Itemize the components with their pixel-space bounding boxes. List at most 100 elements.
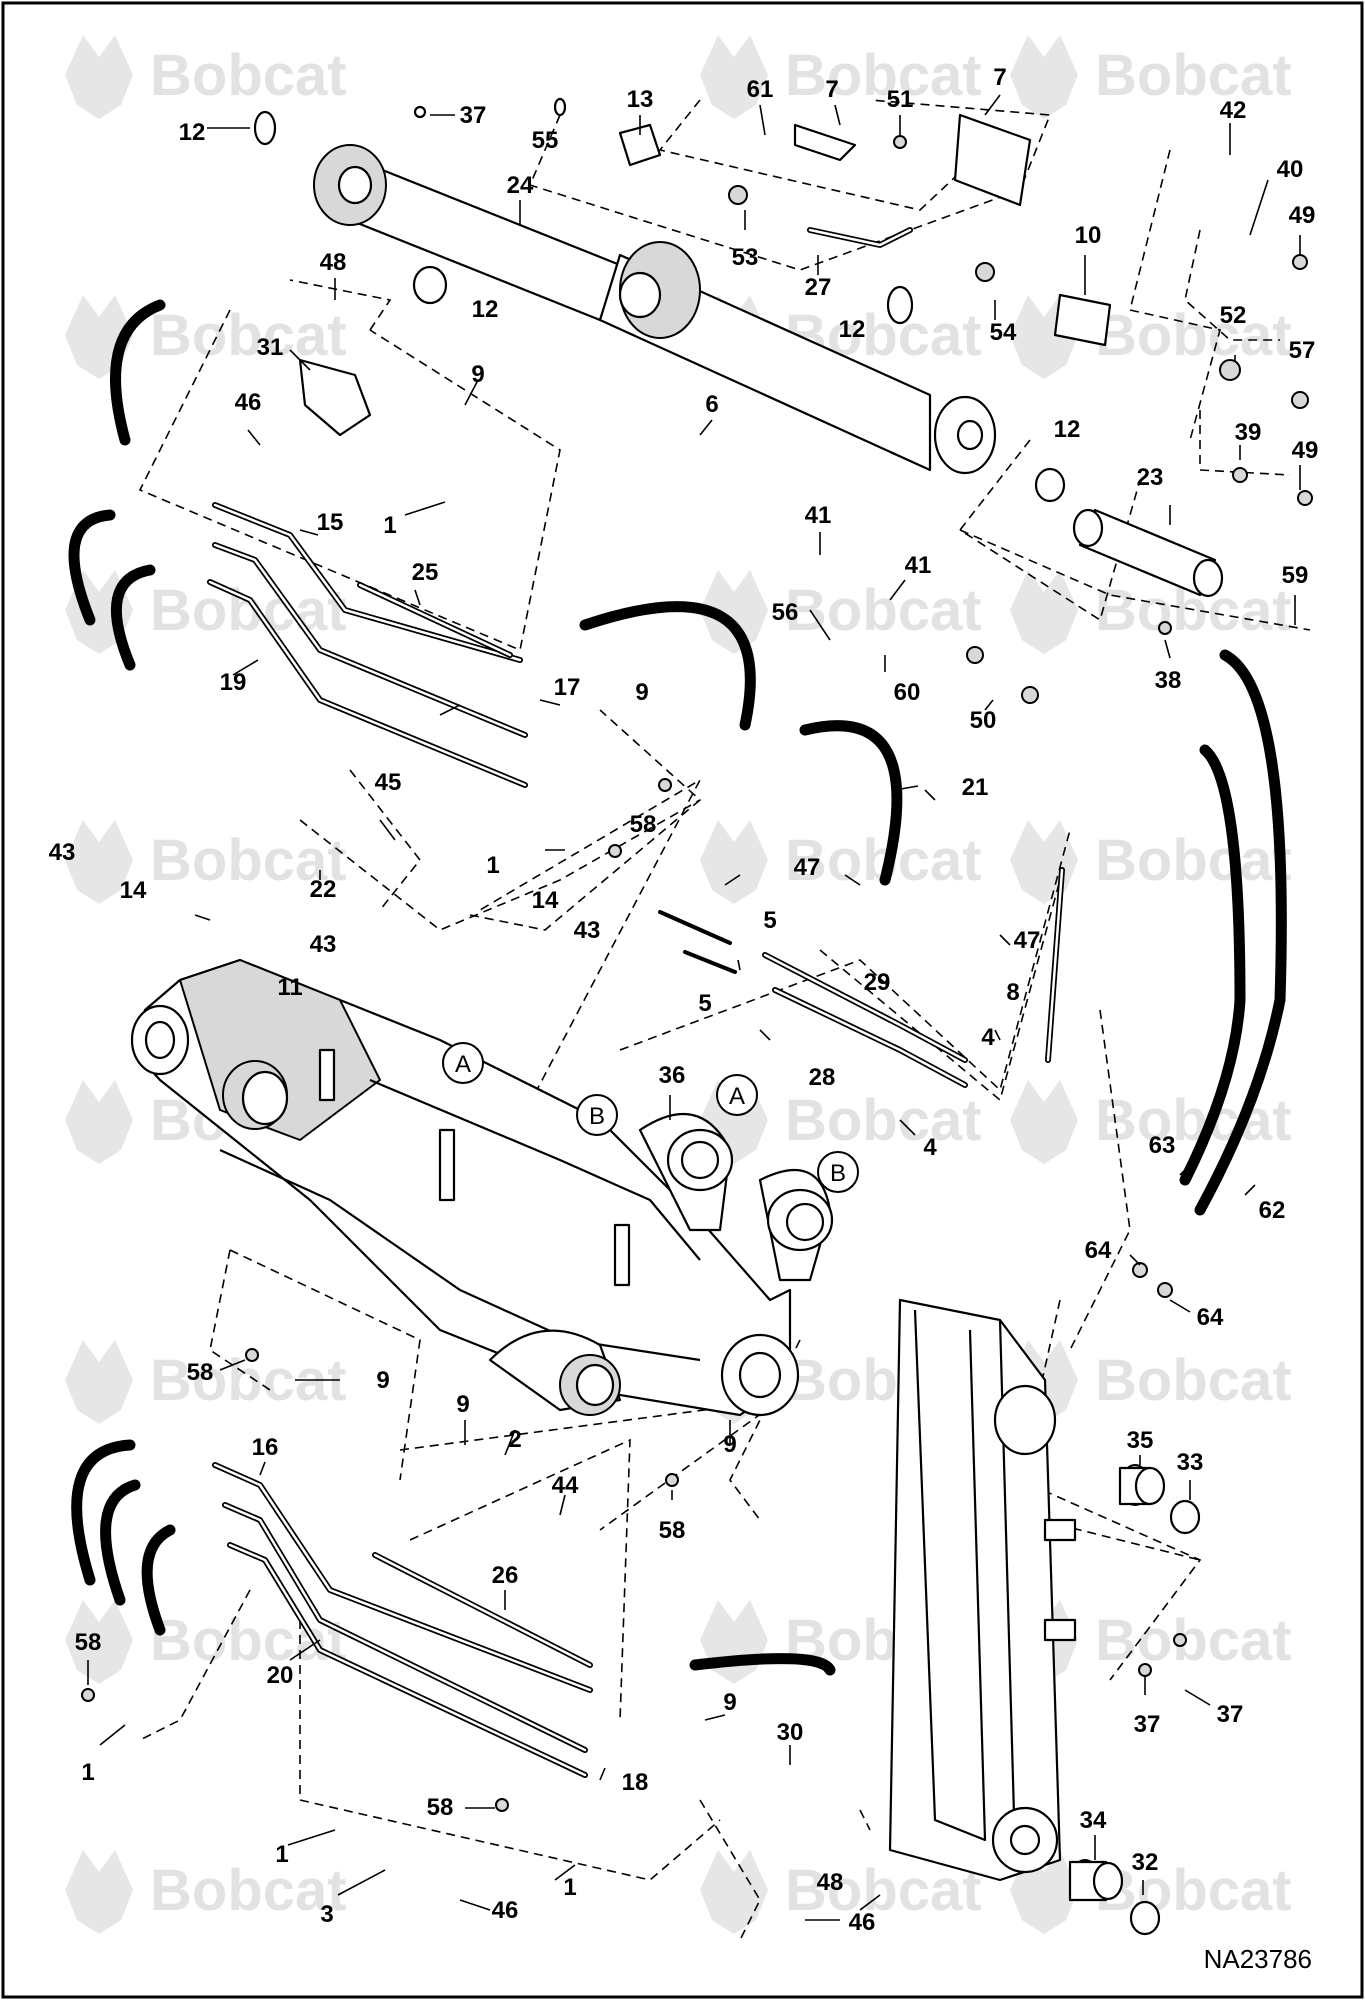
bobcat-watermark-text: Bobcat — [150, 578, 347, 643]
part-label: 28 — [809, 1064, 836, 1091]
bobcat-watermark-text: Bobcat — [150, 303, 347, 368]
part-label: 23 — [1137, 464, 1164, 491]
part-label: 21 — [962, 774, 989, 801]
part-label: 12 — [179, 119, 206, 146]
bobcat-watermark-text: Bobcat — [1095, 1858, 1292, 1923]
part-label: 44 — [552, 1472, 579, 1499]
part-label: 1 — [486, 852, 499, 879]
part-label: 49 — [1292, 437, 1319, 464]
part-label: 12 — [1054, 416, 1081, 443]
part-label: 63 — [1149, 1132, 1176, 1159]
part-label: 43 — [49, 839, 76, 866]
part-label: 24 — [507, 172, 534, 199]
bobcat-watermark-text: Bobcat — [1095, 1348, 1292, 1413]
bobcat-watermark-text: Bobcat — [150, 828, 347, 893]
part-label: 1 — [81, 1759, 94, 1786]
part-label: 10 — [1075, 222, 1102, 249]
part-number-labels: 12 37 55 13 61 7 51 7 42 24 53 27 54 10 … — [49, 64, 1319, 1936]
tubes — [207, 227, 1065, 1778]
hoses — [68, 299, 1287, 1676]
part-label: 46 — [235, 389, 262, 416]
part-label: 38 — [1155, 667, 1182, 694]
part-label: 50 — [970, 707, 997, 734]
part-label: 45 — [375, 769, 402, 796]
part-label: 64 — [1085, 1237, 1112, 1264]
bobcat-watermark-text: Bobcat — [1095, 828, 1292, 893]
bobcat-watermark-text: Bobcat — [785, 1858, 982, 1923]
part-label: 5 — [763, 907, 776, 934]
part-label: 30 — [777, 1719, 804, 1746]
part-label: 17 — [554, 674, 581, 701]
callout-a-arm-label: A — [729, 1083, 745, 1110]
part-label: 46 — [492, 1897, 519, 1924]
part-label: 64 — [1197, 1304, 1224, 1331]
part-label: 39 — [1235, 419, 1262, 446]
callout-a-boom — [442, 1042, 484, 1084]
part-label: 31 — [257, 334, 284, 361]
pin-23 — [1072, 508, 1224, 598]
part-label: 41 — [805, 502, 832, 529]
part-label: 26 — [492, 1562, 519, 1589]
part-label: 56 — [772, 599, 799, 626]
arm-assembly — [888, 1298, 1077, 1882]
part-label: 1 — [383, 512, 396, 539]
part-label: 47 — [794, 854, 821, 881]
part-label: 33 — [1177, 1449, 1204, 1476]
callout-b-arm-label: B — [830, 1160, 846, 1187]
part-label: 1 — [563, 1874, 576, 1901]
part-label: 47 — [1014, 927, 1041, 954]
part-label: 41 — [905, 552, 932, 579]
part-label: 58 — [659, 1517, 686, 1544]
part-label: 48 — [320, 249, 347, 276]
boom-assembly — [130, 958, 834, 1417]
bobcat-watermark-text: Bobcat — [1095, 43, 1292, 108]
part-label: 16 — [252, 1434, 279, 1461]
bobcat-watermark-text: Bobcat — [785, 43, 982, 108]
bushings — [253, 97, 1201, 1936]
part-label: 15 — [317, 509, 344, 536]
part-label: 49 — [1289, 202, 1316, 229]
part-label: 46 — [849, 1909, 876, 1936]
part-label: 58 — [630, 811, 657, 838]
part-label: 7 — [825, 76, 838, 103]
part-label: 52 — [1220, 302, 1247, 329]
callout-b-boom-label: B — [589, 1103, 605, 1130]
part-label: 3 — [320, 1901, 333, 1928]
part-label: 36 — [659, 1062, 686, 1089]
part-label: 37 — [1134, 1711, 1161, 1738]
part-label: 1 — [275, 1841, 288, 1868]
callout-b-arm — [817, 1151, 859, 1193]
bobcat-watermark-text: Bobcat — [150, 43, 347, 108]
part-label: 51 — [887, 86, 914, 113]
label-leaders — [87, 94, 1301, 1921]
part-label: 61 — [747, 76, 774, 103]
part-label: 42 — [1220, 97, 1247, 124]
part-label: 20 — [267, 1662, 294, 1689]
part-label: 14 — [120, 877, 147, 904]
part-label: 40 — [1277, 156, 1304, 183]
bobcat-watermark-text: Bobcat — [785, 578, 982, 643]
part-label: 43 — [310, 931, 337, 958]
part-label: 53 — [732, 244, 759, 271]
callout-b-boom — [576, 1094, 618, 1136]
callout-a-boom-label: A — [455, 1051, 471, 1078]
part-label: 22 — [310, 876, 337, 903]
part-label: 7 — [993, 64, 1006, 91]
part-label: 19 — [220, 669, 247, 696]
part-label: 43 — [574, 917, 601, 944]
part-label: 27 — [805, 274, 832, 301]
part-label: 6 — [705, 391, 718, 418]
part-label: 37 — [1217, 1701, 1244, 1728]
part-label: 57 — [1289, 337, 1316, 364]
callout-markers: A A B B — [442, 1042, 859, 1193]
part-label: 2 — [508, 1426, 521, 1453]
part-label: 58 — [75, 1629, 102, 1656]
figure-id: NA23786 — [1204, 1944, 1312, 1974]
part-label: 18 — [622, 1769, 649, 1796]
part-label: 4 — [923, 1134, 937, 1161]
part-label: 62 — [1259, 1197, 1286, 1224]
part-label: 60 — [894, 679, 921, 706]
part-label: 4 — [981, 1024, 995, 1051]
part-label: 35 — [1127, 1427, 1154, 1454]
